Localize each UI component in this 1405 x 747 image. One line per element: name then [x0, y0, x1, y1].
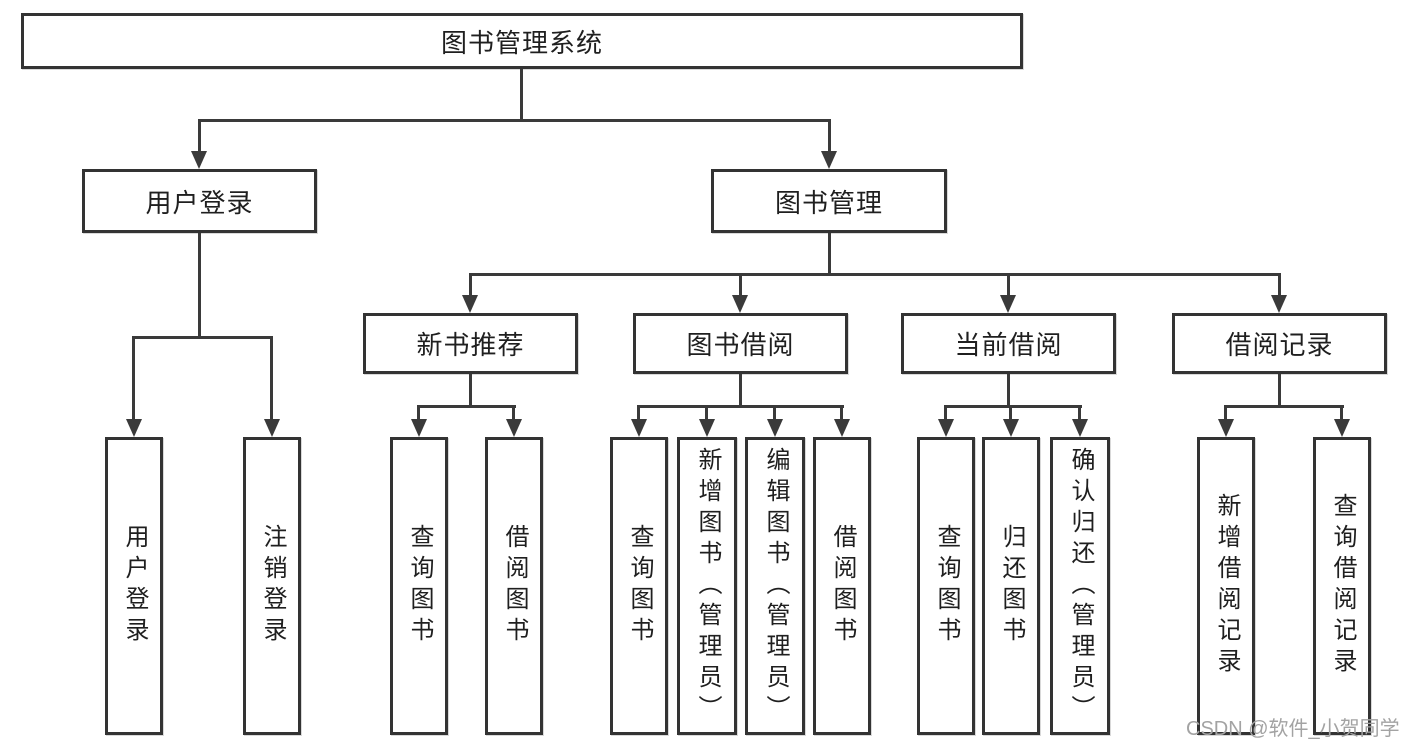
leaf-borrowing-add-books-admin: 新增图书（管理员）	[677, 437, 737, 735]
node-current-borrowing-label: 当前借阅	[954, 330, 1063, 360]
arrowhead	[834, 419, 850, 437]
node-book-borrowing-label: 图书借阅	[686, 330, 795, 360]
leaf-borrowing-edit-books-admin-label: 编辑图书（管理员）	[762, 446, 789, 726]
node-user-login: 用户登录	[82, 169, 317, 233]
leaf-current-confirm-return-admin-label: 确认归还（管理员）	[1067, 446, 1094, 726]
leaf-borrowing-add-books-admin-label: 新增图书（管理员）	[694, 446, 721, 726]
connector-leaf-drop	[637, 405, 640, 419]
leaf-newbooks-borrow-books: 借阅图书	[485, 437, 543, 735]
connector-leaf-drop	[1009, 405, 1012, 419]
connector-leaf-drop	[773, 405, 776, 419]
leaf-logout: 注销登录	[243, 437, 301, 735]
node-book-management-label: 图书管理	[774, 187, 883, 218]
arrowhead	[462, 295, 478, 313]
connector-leaf-drop	[417, 405, 420, 419]
leaf-borrowing-edit-books-admin: 编辑图书（管理员）	[745, 437, 805, 735]
connector-book-borrow-rail	[637, 405, 844, 408]
node-book-management: 图书管理	[711, 169, 947, 233]
node-new-book-recommend-label: 新书推荐	[416, 330, 525, 360]
arrowhead	[264, 419, 280, 437]
arrowhead	[732, 295, 748, 313]
arrowhead	[1271, 295, 1287, 313]
node-root-label: 图书管理系统	[440, 27, 603, 58]
connector-leaf-drop	[512, 405, 515, 419]
connector-leaf-drop	[705, 405, 708, 419]
leaf-records-add-record: 新增借阅记录	[1197, 437, 1255, 735]
arrowhead	[1072, 419, 1088, 437]
connector-new-books-rail	[417, 405, 516, 408]
connector-leaf-drop	[1224, 405, 1227, 419]
arrowhead	[1003, 419, 1019, 437]
connector-leaf-drop	[1078, 405, 1081, 419]
connector-borrow-records-stub	[1278, 273, 1281, 297]
leaf-records-query-record-label: 查询借阅记录	[1329, 493, 1356, 679]
leaf-newbooks-borrow-books-label: 借阅图书	[501, 524, 528, 648]
arrowhead	[631, 419, 647, 437]
leaf-borrowing-query-books: 查询图书	[610, 437, 668, 735]
connector-leaf-drop	[840, 405, 843, 419]
leaf-newbooks-query-books-label: 查询图书	[406, 524, 433, 648]
connector-borrow-records-drop	[1278, 374, 1281, 408]
node-borrowing-records: 借阅记录	[1172, 313, 1387, 374]
node-current-borrowing: 当前借阅	[901, 313, 1116, 374]
arrowhead	[126, 419, 142, 437]
leaf-records-query-record: 查询借阅记录	[1313, 437, 1371, 735]
node-root: 图书管理系统	[21, 13, 1023, 69]
csdn-watermark: CSDN @软件_小贺同学	[1186, 718, 1400, 740]
connector-user-login-stub	[198, 119, 201, 152]
leaf-current-return-books-label: 归还图书	[998, 524, 1025, 648]
arrowhead	[1334, 419, 1350, 437]
leaf-borrowing-query-books-label: 查询图书	[626, 524, 653, 648]
arrowhead	[938, 419, 954, 437]
arrowhead	[1000, 295, 1016, 313]
leaf-user-login: 用户登录	[105, 437, 163, 735]
connector-user-login-drop	[198, 233, 201, 339]
arrowhead	[506, 419, 522, 437]
arrowhead	[699, 419, 715, 437]
connector-book-mgmt-stub	[828, 119, 831, 152]
leaf-current-query-books-label: 查询图书	[933, 524, 960, 648]
leaf-current-return-books: 归还图书	[982, 437, 1040, 735]
leaf-current-confirm-return-admin: 确认归还（管理员）	[1050, 437, 1110, 735]
connector-book-borrow-drop	[739, 374, 742, 408]
connector-leaf-drop	[944, 405, 947, 419]
connector-new-books-drop	[469, 374, 472, 408]
arrowhead	[1218, 419, 1234, 437]
leaf-borrowing-borrow-books-label: 借阅图书	[829, 524, 856, 648]
leaf-borrowing-borrow-books: 借阅图书	[813, 437, 871, 735]
leaf-records-add-record-label: 新增借阅记录	[1213, 493, 1240, 679]
node-new-book-recommend: 新书推荐	[363, 313, 578, 374]
connector-book-borrow-stub	[739, 273, 742, 297]
leaf-user-login-label: 用户登录	[121, 524, 148, 648]
connector-user-login-rail	[132, 336, 273, 339]
connector-root-drop	[520, 69, 523, 121]
connector-current-borrow-rail	[944, 405, 1082, 408]
node-borrowing-records-label: 借阅记录	[1225, 330, 1334, 360]
connector-leaf-logout-drop	[270, 336, 273, 419]
connector-borrow-records-rail	[1224, 405, 1344, 408]
connector-book-mgmt-drop	[828, 233, 831, 276]
connector-leaf-login-drop	[132, 336, 135, 419]
node-user-login-label: 用户登录	[145, 187, 254, 218]
connector-current-borrow-stub	[1007, 273, 1010, 297]
arrowhead	[411, 419, 427, 437]
leaf-newbooks-query-books: 查询图书	[390, 437, 448, 735]
connector-level3-rail	[469, 273, 1281, 276]
arrowhead	[767, 419, 783, 437]
leaf-logout-label: 注销登录	[259, 524, 286, 648]
leaf-current-query-books: 查询图书	[917, 437, 975, 735]
arrowhead	[821, 151, 837, 169]
connector-leaf-drop	[1340, 405, 1343, 419]
connector-new-books-stub	[469, 273, 472, 297]
connector-level2-rail	[198, 119, 831, 122]
arrowhead	[191, 151, 207, 169]
node-book-borrowing: 图书借阅	[633, 313, 848, 374]
connector-current-borrow-drop	[1007, 374, 1010, 408]
